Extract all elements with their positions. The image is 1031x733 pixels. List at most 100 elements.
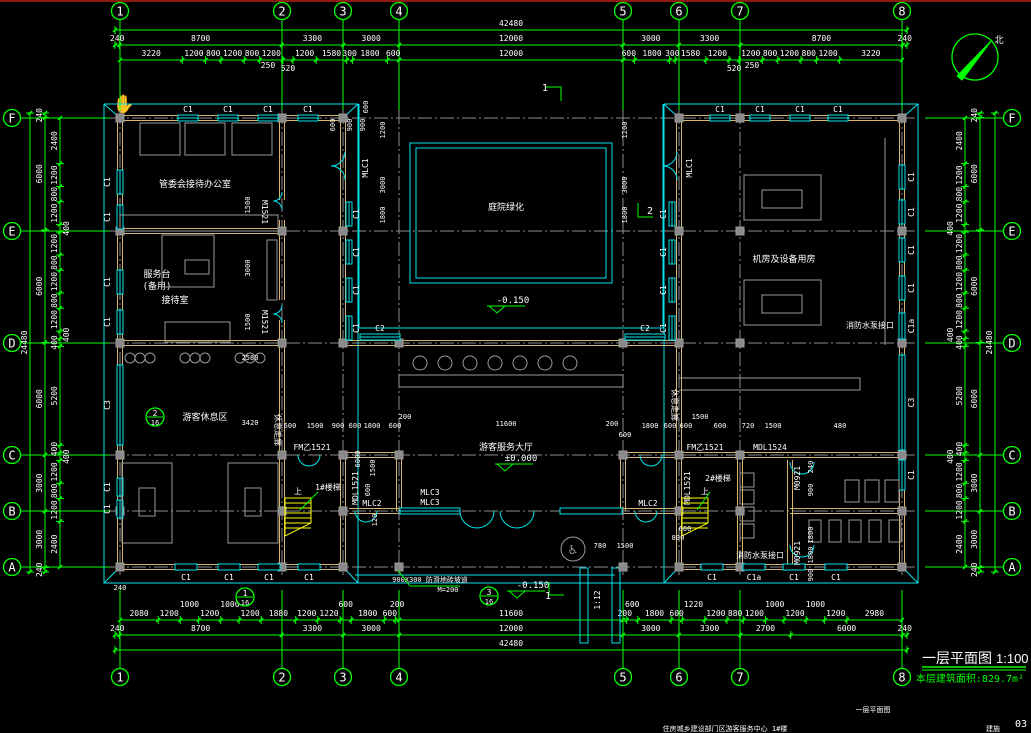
- dimension-slash: [396, 57, 402, 63]
- dimension-slash: [177, 617, 183, 623]
- dimension-slash: [315, 617, 321, 623]
- dimension-text: 1800: [642, 49, 661, 58]
- window-label-c3: C3: [103, 400, 112, 410]
- dimension-slash: [57, 199, 63, 205]
- dimension-slash: [384, 57, 390, 63]
- dimension-text: 1200: [745, 609, 764, 618]
- dimension-text: 1200: [160, 609, 179, 618]
- section-mark-1-top: [546, 86, 562, 101]
- dimension-text: 240: [898, 34, 913, 43]
- window-label-c1: C1: [833, 105, 843, 114]
- dimension-slash: [280, 57, 286, 63]
- structural-column: [897, 506, 907, 516]
- window-label-c1: C1: [183, 105, 193, 114]
- equipment-unit: [761, 189, 803, 209]
- lounge-table: [244, 487, 262, 517]
- axis-bubble-bottom-circle: [730, 667, 750, 687]
- interior-dimension-text: 3000: [379, 177, 387, 194]
- dimension-text: 1200: [955, 203, 964, 222]
- level-label: -0.150: [497, 296, 530, 306]
- ramp-note: 900X300 防滑地砖坡道: [392, 575, 468, 584]
- interior-dimension-text: 800: [672, 534, 685, 542]
- window-label-c1: C1: [659, 285, 668, 295]
- dimension-slash: [962, 183, 968, 189]
- dimension-slash: [759, 57, 765, 63]
- dimension-text: 3220: [861, 49, 880, 58]
- section-label: 2: [647, 206, 653, 217]
- ramp-rail: [611, 567, 621, 644]
- detail-mark-1-number: 1: [243, 589, 248, 598]
- structural-column: [674, 450, 684, 460]
- hall-bench: [398, 374, 624, 388]
- window-label-c1: C1: [103, 212, 112, 222]
- door-label-mdl1521: MDL1521: [351, 471, 360, 505]
- dimension-text: 1200: [955, 234, 964, 253]
- interior-dimension-text: 900: [332, 422, 345, 430]
- axis-bubble-left-label: A: [8, 561, 16, 575]
- window-label-c1: C1: [907, 283, 916, 293]
- room-label: 服务台: [143, 268, 170, 280]
- axis-bubble-bottom-circle: [272, 667, 292, 687]
- axis-bubble-left-circle: [2, 221, 22, 241]
- window-c1: [217, 563, 241, 571]
- dimension-slash: [57, 518, 63, 524]
- dimension-slash: [203, 57, 209, 63]
- door-label-fm1521: FM乙1521: [294, 443, 331, 452]
- dimension-text: 3300: [700, 624, 719, 633]
- axis-bubble-right-label: A: [1008, 561, 1016, 575]
- interior-dimension-text: 6000: [354, 451, 362, 468]
- window-label-c1: C1: [103, 277, 112, 287]
- axis-bubble-bottom-circle: [110, 667, 130, 687]
- window-label-c1: C1: [304, 573, 314, 582]
- dimension-slash: [42, 227, 48, 233]
- dimension-text: 5200: [955, 386, 964, 405]
- axis-bubble-bottom-label: 6: [675, 671, 682, 685]
- window-label-c2: C2: [375, 324, 385, 333]
- axis-bubble-right-label: D: [1008, 337, 1015, 351]
- dimension-slash: [962, 564, 968, 570]
- lounge-chair: [179, 352, 191, 364]
- dimension-slash: [293, 617, 299, 623]
- axis-bubble-bottom-label: 5: [619, 671, 626, 685]
- equipment-base: [743, 174, 822, 221]
- interior-dimension-text: 600: [362, 101, 370, 114]
- dimension-note: 250: [261, 61, 276, 70]
- dimension-slash: [396, 42, 402, 48]
- dimension-text: 400: [946, 327, 955, 342]
- axis-bubble-bottom-label: 3: [339, 671, 346, 685]
- dimension-text: 800: [955, 187, 964, 202]
- dimension-slash: [668, 617, 674, 623]
- axis-bubble-top-label: 5: [619, 5, 626, 19]
- window-label-mlc3: MLC3: [420, 498, 439, 507]
- dimension-text: 1880: [269, 609, 288, 618]
- dimension-slash: [962, 161, 968, 167]
- toilet-stall: [844, 479, 860, 503]
- dimension-slash: [736, 57, 742, 63]
- office-desk: [139, 122, 181, 156]
- dimension-slash: [57, 496, 63, 502]
- dimension-text: 3300: [700, 34, 719, 43]
- dimension-slash: [962, 442, 968, 448]
- structural-column: [338, 338, 348, 348]
- dimension-text: 1200: [50, 500, 59, 519]
- dimension-slash: [737, 42, 743, 48]
- dimension-text: 1200: [955, 272, 964, 291]
- dimension-text: 800: [955, 483, 964, 498]
- leader-line: [696, 491, 711, 511]
- equipment-partition: [679, 377, 861, 391]
- interior-dimension-text: 600: [619, 431, 632, 439]
- interior-dimension-text: 600: [389, 422, 402, 430]
- lounge-chair: [144, 352, 156, 364]
- interior-dimension-text: 3000: [244, 260, 252, 277]
- window-label-c1: C1: [795, 105, 805, 114]
- structural-column: [618, 338, 628, 348]
- dimension-text: 3000: [362, 624, 381, 633]
- dimension-text: 3000: [362, 34, 381, 43]
- dimension-text: 1200: [50, 462, 59, 481]
- leader-line: [299, 491, 319, 511]
- dimension-text: 400: [62, 327, 71, 342]
- axis-bubble-bottom-label: 2: [278, 671, 285, 685]
- dimension-text: 1000: [180, 600, 199, 609]
- interior-dimension-text: 900: [807, 569, 815, 582]
